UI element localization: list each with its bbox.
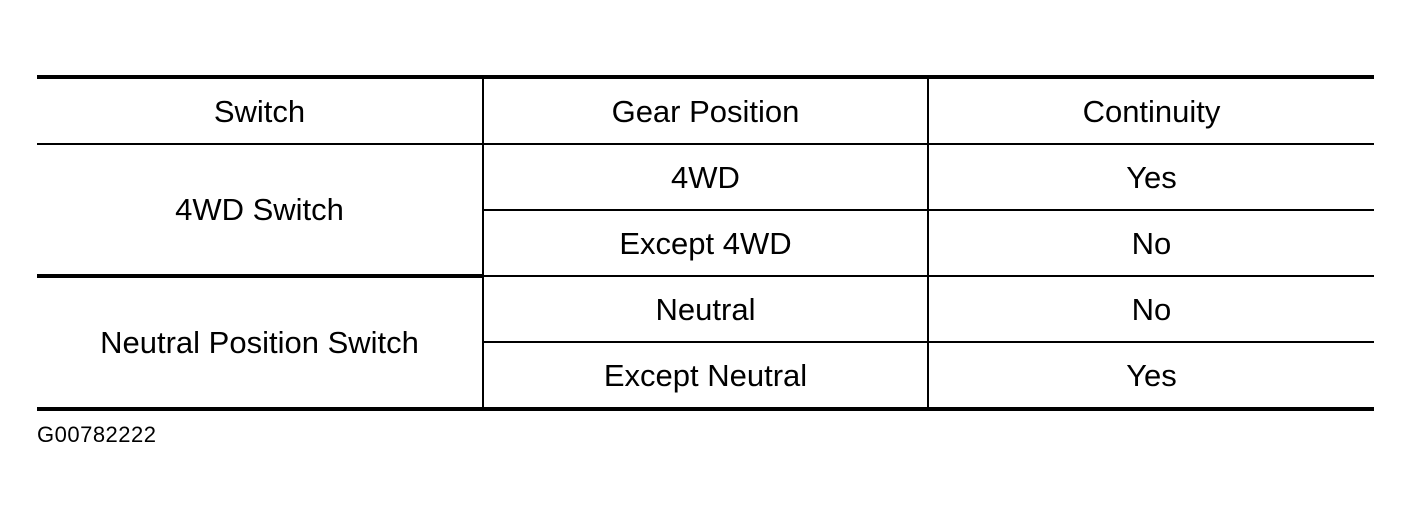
header-gear-position: Gear Position: [483, 75, 929, 145]
continuity-cell: No: [928, 276, 1374, 343]
gear-position-cell: 4WD: [483, 144, 929, 211]
switch-name-cell: 4WD Switch: [37, 144, 484, 278]
table-row: Except Neutral Yes: [37, 342, 1374, 411]
header-switch: Switch: [37, 75, 484, 145]
gear-position-cell: Except Neutral: [483, 342, 929, 411]
figure-code: G00782222: [37, 422, 157, 447]
table-row: Except 4WD No: [37, 210, 1374, 277]
gear-position-cell: Except 4WD: [483, 210, 929, 277]
table-row: Neutral Position Switch Neutral No: [37, 276, 1374, 411]
header-continuity: Continuity: [928, 75, 1374, 145]
table-header-row: Switch Gear Position Continuity: [37, 75, 1374, 145]
continuity-cell: Yes: [928, 144, 1374, 211]
continuity-cell: Yes: [928, 342, 1374, 411]
switch-name-cell: Neutral Position Switch: [37, 276, 484, 411]
continuity-cell: No: [928, 210, 1374, 277]
table-row: 4WD Switch 4WD Yes: [37, 144, 1374, 278]
continuity-table: Switch Gear Position Continuity 4WD Swit…: [37, 75, 1374, 411]
gear-position-cell: Neutral: [483, 276, 929, 343]
